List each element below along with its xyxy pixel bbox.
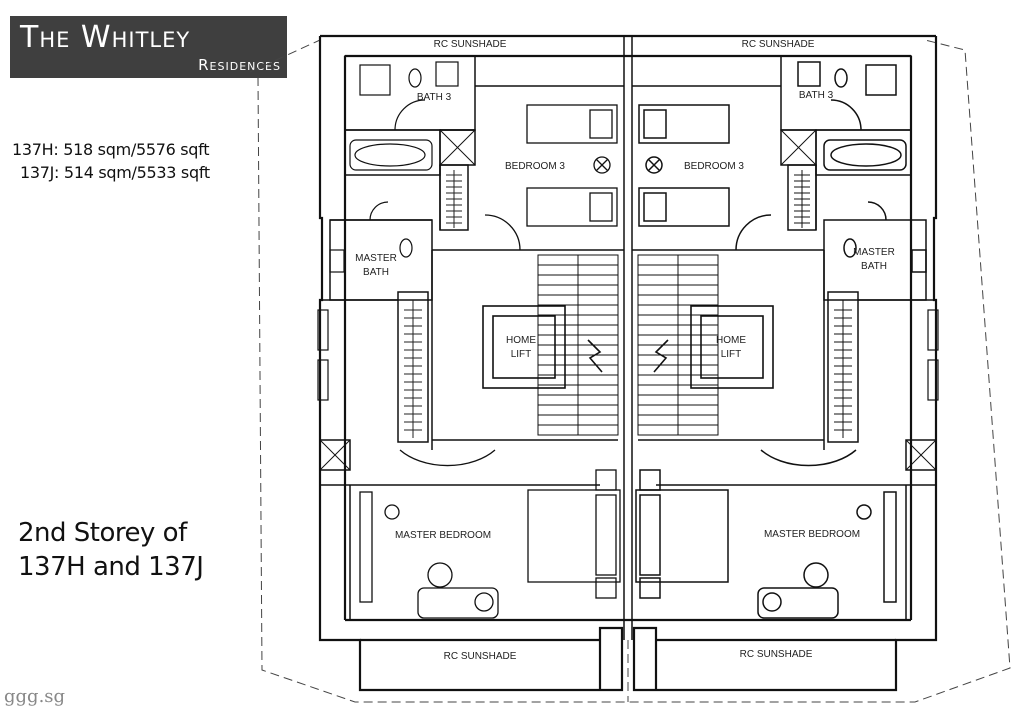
label-home-lift-left-line1: HOME: [506, 335, 536, 346]
label-rc-sunshade-top-left: RC SUNSHADE: [434, 39, 507, 50]
label-home-lift-left-line2: LIFT: [511, 349, 532, 360]
left-wardrobe-hangers: [404, 174, 462, 431]
label-master-bedroom-right: MASTER BEDROOM: [764, 529, 860, 540]
logo-subtitle: Residences: [198, 56, 281, 74]
label-master-bath-left-line1: MASTER: [355, 253, 397, 264]
room-labels: RC SUNSHADE RC SUNSHADE BATH 3 BATH 3 BE…: [355, 39, 895, 662]
label-home-lift-right-line2: LIFT: [721, 349, 742, 360]
label-master-bedroom-left: MASTER BEDROOM: [395, 530, 491, 541]
label-rc-sunshade-bottom-left: RC SUNSHADE: [444, 651, 517, 662]
outer-walls: [318, 34, 938, 692]
watermark: ggg.sg: [4, 686, 66, 707]
label-bath3-left: BATH 3: [417, 92, 452, 103]
side-windows: [317, 309, 939, 401]
label-master-bath-right-line1: MASTER: [853, 247, 895, 258]
label-bedroom3-right: BEDROOM 3: [684, 161, 744, 172]
left-shaft-boxes: [319, 129, 476, 471]
label-master-bath-left-line2: BATH: [363, 267, 389, 278]
right-unit-walls: [632, 55, 937, 620]
left-home-lift: [482, 305, 566, 389]
left-unit-walls: [319, 55, 624, 620]
area-137j: 137J: 514 sqm/5533 sqft: [20, 163, 210, 182]
party-wall: [623, 36, 633, 640]
caption-line-1: 2nd Storey of: [18, 518, 187, 548]
label-rc-sunshade-bottom-right: RC SUNSHADE: [740, 649, 813, 660]
left-bath3-fixtures: [349, 61, 459, 221]
caption-line-2: 137H and 137J: [18, 552, 204, 582]
label-bath3-right: BATH 3: [799, 90, 834, 101]
left-staircase: [432, 254, 619, 441]
label-home-lift-right-line1: HOME: [716, 335, 746, 346]
brand-logo: The Whitley Residences: [10, 16, 287, 78]
left-master-bedroom-furniture: [359, 449, 621, 619]
label-rc-sunshade-top-right: RC SUNSHADE: [742, 39, 815, 50]
label-bedroom3-left: BEDROOM 3: [505, 161, 565, 172]
area-137h: 137H: 518 sqm/5576 sqft: [12, 140, 210, 159]
left-bedroom3-beds: [484, 104, 618, 251]
left-master-bath-fixtures: [329, 238, 413, 273]
logo-title: The Whitley: [20, 20, 191, 55]
floor-caption: 2nd Storey of 137H and 137J: [18, 516, 204, 584]
label-master-bath-right-line2: BATH: [861, 261, 887, 272]
